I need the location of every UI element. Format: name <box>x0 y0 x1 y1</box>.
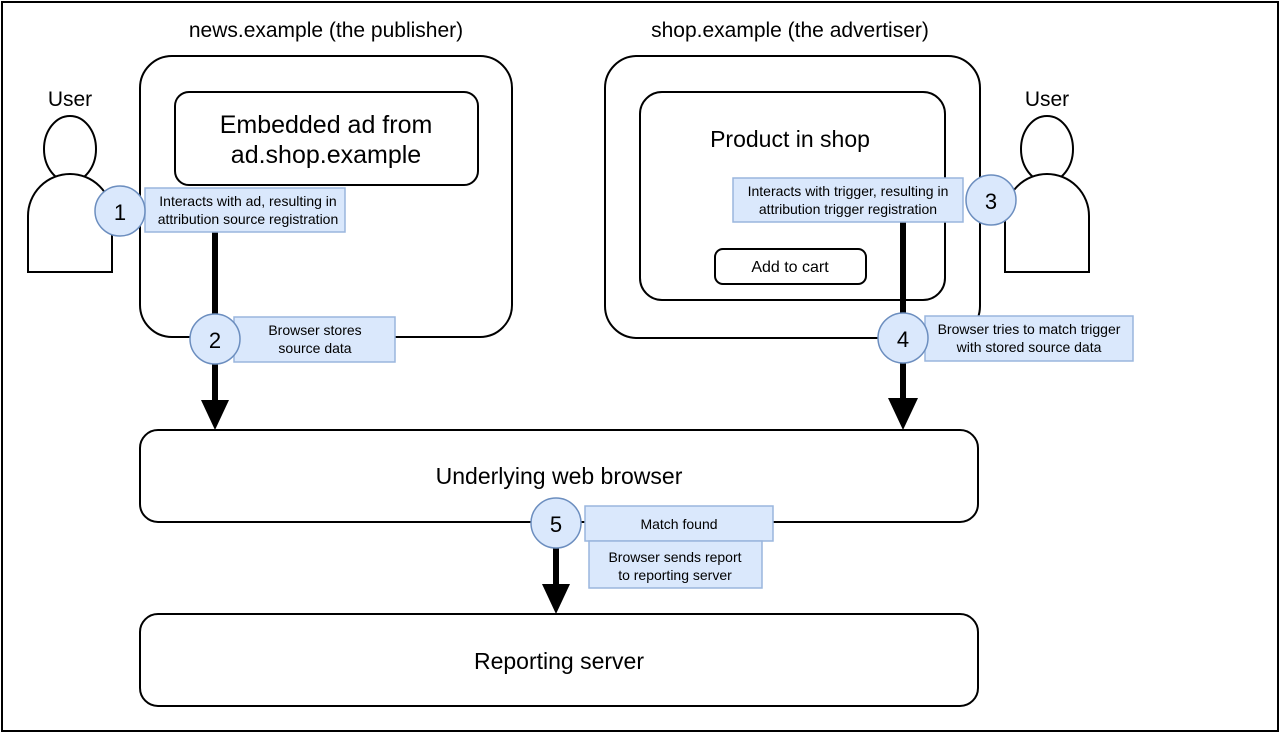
step-5-extra-line1: Browser sends report <box>608 549 741 565</box>
user-left-label: User <box>48 88 92 111</box>
add-to-cart-label: Add to cart <box>751 259 829 276</box>
step-2-line1: Browser stores <box>268 322 361 338</box>
user-left: User <box>27 88 113 273</box>
user-right-label: User <box>1025 88 1069 111</box>
step-2-callout-box <box>233 316 396 363</box>
step-3: Interacts with trigger, resulting in att… <box>732 174 1017 226</box>
step-5-extra-callout-box <box>588 540 763 589</box>
step-2: Browser stores source data 2 <box>189 313 396 365</box>
flow-arrow-right-icon <box>888 398 918 430</box>
embedded-ad-line2: ad.shop.example <box>231 141 421 169</box>
user-right-head-icon <box>1020 115 1074 183</box>
step-5: Match found Browser sends report to repo… <box>530 497 774 589</box>
step-3-callout-box <box>732 177 964 223</box>
step-3-number: 3 <box>985 189 997 214</box>
step-3-badge <box>965 174 1017 226</box>
advertiser-title: shop.example (the advertiser) <box>651 19 929 42</box>
step-5-callout-box <box>584 505 774 542</box>
flow-arrow-report-icon <box>542 584 570 614</box>
underlying-browser-label: Underlying web browser <box>436 463 683 489</box>
publisher-title: news.example (the publisher) <box>189 19 463 42</box>
step-1-number: 1 <box>114 200 126 225</box>
step-1-callout-box <box>144 187 346 233</box>
step-1-line1: Interacts with ad, resulting in <box>159 193 336 209</box>
step-4-badge <box>877 312 929 364</box>
step-1-badge <box>94 185 146 237</box>
step-5-extra-line2: to reporting server <box>618 567 732 583</box>
step-5-line1: Match found <box>640 516 717 532</box>
reporting-server-label: Reporting server <box>474 648 644 674</box>
step-4-callout-box <box>924 315 1134 362</box>
embedded-ad-line1: Embedded ad from <box>220 111 433 139</box>
flow-arrow-left-icon <box>201 400 229 430</box>
step-4-line1: Browser tries to match trigger <box>938 321 1121 337</box>
user-left-head-icon <box>43 115 97 183</box>
step-4: Browser tries to match trigger with stor… <box>877 312 1134 364</box>
step-2-badge <box>189 313 241 365</box>
step-5-badge <box>530 497 582 549</box>
step-4-number: 4 <box>897 327 909 352</box>
add-to-cart-button[interactable] <box>714 248 867 285</box>
user-right: User <box>1004 88 1090 273</box>
user-right-body-icon <box>1004 173 1090 273</box>
step-3-line2: attribution trigger registration <box>759 201 937 217</box>
step-4-line2: with stored source data <box>956 339 1102 355</box>
step-5-number: 5 <box>550 512 562 537</box>
step-1: Interacts with ad, resulting in attribut… <box>94 185 346 237</box>
step-3-line1: Interacts with trigger, resulting in <box>748 183 949 199</box>
product-in-shop-title: Product in shop <box>710 126 870 152</box>
step-2-number: 2 <box>209 328 221 353</box>
step-2-line2: source data <box>278 340 351 356</box>
reporting-server-box <box>139 613 979 707</box>
step-1-line2: attribution source registration <box>158 211 339 227</box>
embedded-ad-box <box>174 91 479 186</box>
